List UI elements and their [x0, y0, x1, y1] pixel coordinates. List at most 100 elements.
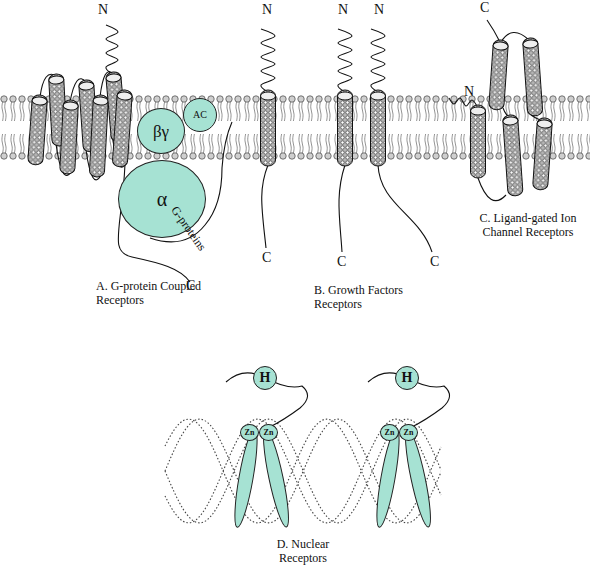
lipid-tail	[527, 134, 528, 153]
helix-cylinder	[28, 94, 48, 165]
lipid-head	[226, 96, 232, 102]
zinc-finger: Zn	[399, 424, 418, 441]
dna-strand	[165, 419, 441, 523]
lipid-tail	[290, 102, 291, 121]
lipid-tail	[464, 134, 465, 153]
lipid-tail	[257, 134, 258, 153]
zinc-finger: Zn	[240, 424, 259, 441]
lipid-tail	[218, 102, 219, 121]
lipid-tail	[356, 134, 357, 153]
lipid-tail	[500, 134, 501, 153]
lipid-head	[559, 153, 565, 159]
lipid-tail	[437, 102, 438, 121]
lipid-head	[1, 96, 7, 102]
lipid-tail	[209, 134, 210, 153]
lipid-tail	[23, 102, 24, 121]
lipid-head	[235, 96, 241, 102]
lipid-head	[442, 153, 448, 159]
lipid-tail	[443, 102, 444, 121]
helix-cylinder	[112, 89, 132, 167]
lipid-head	[181, 96, 187, 102]
lipid-tail	[434, 102, 435, 121]
terminus-label: N	[98, 2, 118, 18]
lipid-tail	[320, 134, 321, 153]
lipid-tail	[230, 102, 231, 121]
lipid-head	[388, 153, 394, 159]
lipid-head	[316, 153, 322, 159]
lipid-tail	[407, 134, 408, 153]
lipid-tail	[329, 102, 330, 121]
lipid-tail	[248, 102, 249, 121]
lipid-tail	[311, 134, 312, 153]
lipid-tail	[308, 102, 309, 121]
lipid-head	[136, 153, 142, 159]
lipid-tail	[218, 134, 219, 153]
lipid-head	[289, 153, 295, 159]
lipid-tail	[569, 102, 570, 121]
lipid-head	[145, 153, 151, 159]
lipid-tail	[461, 102, 462, 121]
lipid-head	[19, 153, 25, 159]
lipid-tail	[398, 102, 399, 121]
lipid-tail	[23, 134, 24, 153]
lipid-tail	[518, 102, 519, 121]
lipid-head	[181, 153, 187, 159]
lipid-head	[424, 96, 430, 102]
lipid-tail	[587, 134, 588, 153]
lipid-tail	[302, 134, 303, 153]
lipid-tail	[194, 134, 195, 153]
lipid-tail	[578, 102, 579, 121]
panel-caption: B. Growth Factors Receptors	[314, 284, 434, 312]
lipid-tail	[254, 134, 255, 153]
lipid-head	[487, 153, 493, 159]
lipid-head	[568, 153, 574, 159]
lipid-tail	[353, 102, 354, 121]
lipid-tail	[446, 102, 447, 121]
lipid-head	[208, 153, 214, 159]
lipid-head	[361, 153, 367, 159]
lipid-tail	[581, 134, 582, 153]
helix-cylinder	[371, 90, 386, 166]
panel-caption: A. G-protein Coupled Receptors	[96, 280, 222, 308]
binding-domain	[230, 428, 261, 529]
lipid-tail	[389, 134, 390, 153]
terminus-label: C	[262, 250, 282, 266]
lipid-head	[190, 153, 196, 159]
lipid-head	[406, 96, 412, 102]
lipid-tail	[317, 134, 318, 153]
lipid-tail	[245, 134, 246, 153]
helix-cylinder	[503, 114, 524, 196]
lipid-head	[415, 153, 421, 159]
lipid-tail	[560, 102, 561, 121]
lipid-tail	[20, 102, 21, 121]
lipid-head	[577, 96, 583, 102]
lipid-head	[586, 96, 590, 102]
lipid-tail	[524, 102, 525, 121]
lipid-tail	[326, 102, 327, 121]
lipid-tail	[284, 134, 285, 153]
lipid-head	[388, 96, 394, 102]
lipid-head	[226, 153, 232, 159]
lipid-head	[433, 153, 439, 159]
terminus-label: N	[464, 84, 484, 100]
lipid-tail	[389, 102, 390, 121]
lipid-tail	[320, 102, 321, 121]
lipid-tail	[587, 102, 588, 121]
lipid-head	[253, 153, 259, 159]
lipid-tail	[497, 134, 498, 153]
extracellular-domain	[261, 29, 275, 92]
lipid-tail	[29, 102, 30, 121]
node-text: βγ	[153, 123, 169, 140]
lipid-tail	[284, 102, 285, 121]
lipid-head	[199, 153, 205, 159]
lipid-tail	[446, 134, 447, 153]
hormone: H	[253, 366, 277, 390]
lipid-tail	[329, 134, 330, 153]
lipid-tail	[20, 134, 21, 153]
lipid-tail	[293, 102, 294, 121]
lipid-head	[217, 153, 223, 159]
intracellular-tail	[262, 165, 268, 248]
lipid-head	[550, 153, 556, 159]
lipid-tail	[335, 102, 336, 121]
lipid-tail	[14, 102, 15, 121]
